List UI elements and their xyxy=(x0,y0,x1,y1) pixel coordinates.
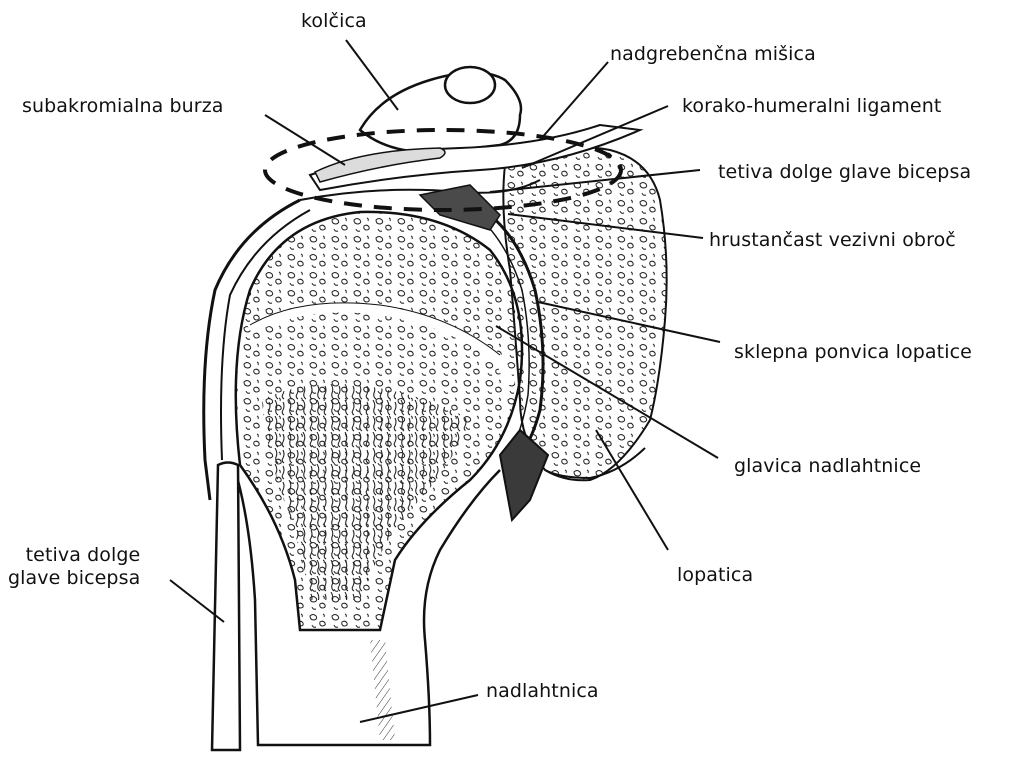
label-humeral-head: glavica nadlahtnice xyxy=(734,455,921,478)
label-coracohumeral-ligament: korako-humeralni ligament xyxy=(682,95,941,118)
label-biceps-tendon-upper: tetiva dolge glave bicepsa xyxy=(718,161,971,184)
label-biceps-tendon-lower-line2: glave bicepsa xyxy=(8,567,140,590)
label-humerus: nadlahtnica xyxy=(486,680,599,703)
label-biceps-tendon-lower-line1: tetiva dolge xyxy=(8,544,140,567)
leader-acromion xyxy=(346,40,398,110)
label-scapula: lopatica xyxy=(677,564,753,587)
label-subacromial-bursa: subakromialna burza xyxy=(22,95,224,118)
label-acromion: kolčica xyxy=(301,10,367,33)
label-glenoid: sklepna ponvica lopatice xyxy=(734,341,972,364)
scapula-shape xyxy=(503,147,666,480)
label-supraspinatus: nadgrebenčna mišica xyxy=(610,43,816,66)
acromion-end xyxy=(445,67,495,103)
acromion-shape xyxy=(360,73,521,153)
biceps-tendon-strip xyxy=(212,463,240,751)
label-biceps-tendon-lower: tetiva dolge glave bicepsa xyxy=(8,544,140,590)
label-labrum: hrustančast vezivni obroč xyxy=(709,229,956,252)
